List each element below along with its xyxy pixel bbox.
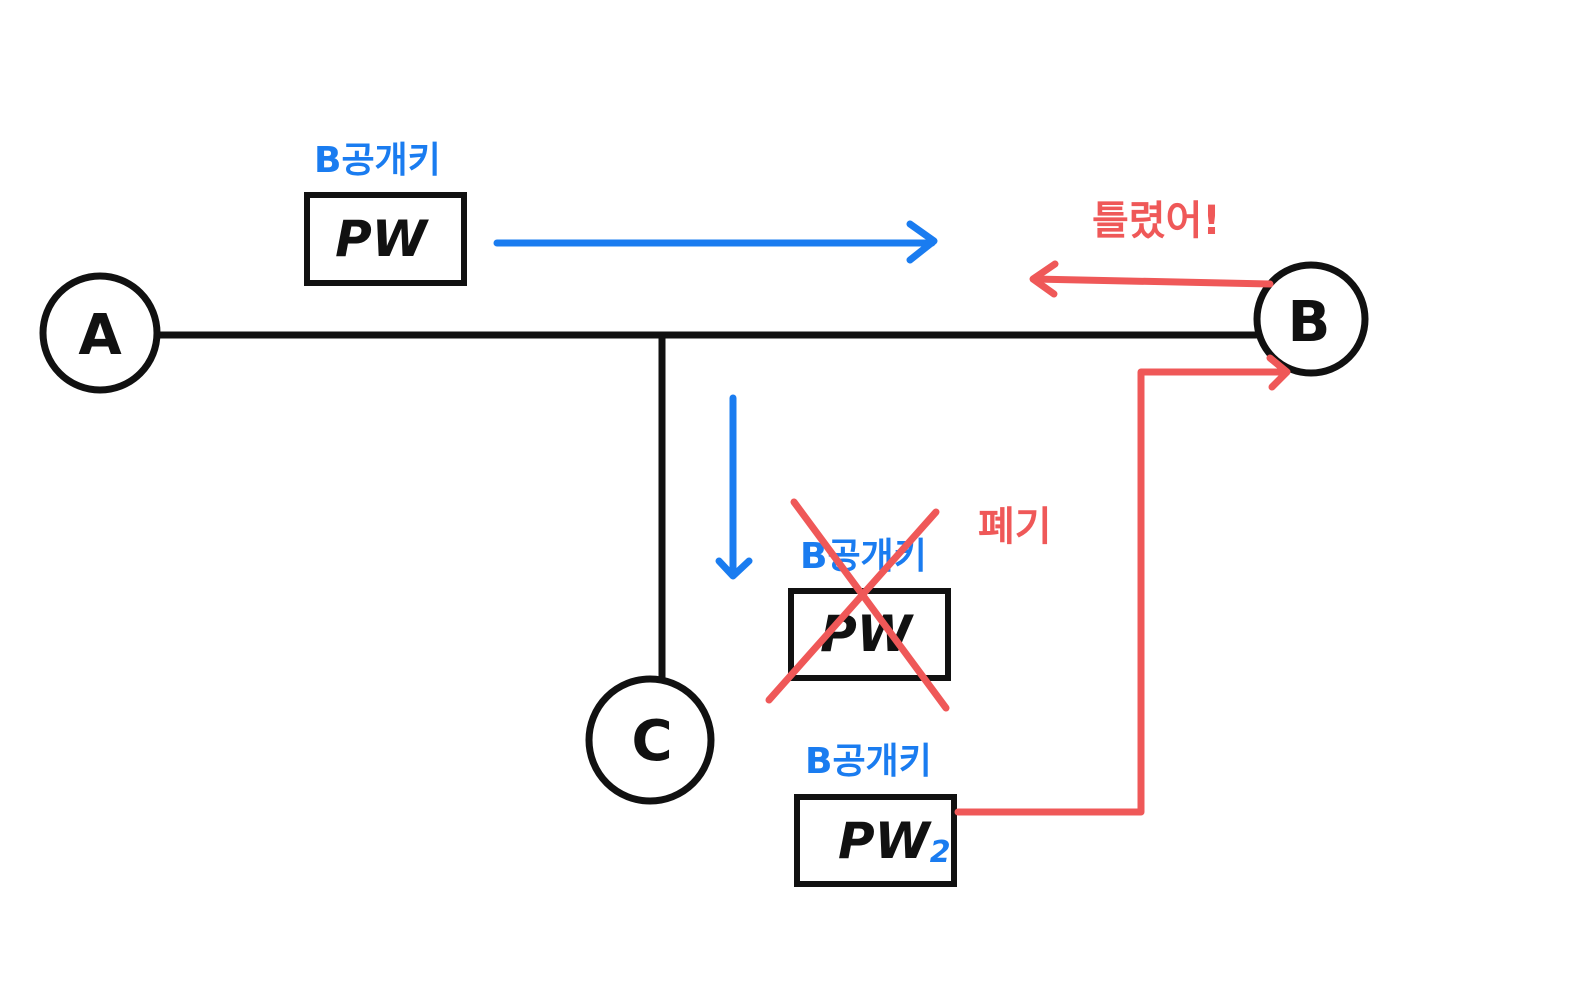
node-a-label: A [78,303,122,368]
discard-cross [765,498,950,712]
forged-packet-content: PW2 [838,812,951,870]
node-c-label: C [631,709,672,774]
node-b-label: B [1288,290,1331,355]
forged-send-arrow [954,354,1291,816]
send-arrow [493,220,938,264]
intercepted-packet-content: PW [820,605,915,663]
original-packet-box: PW [304,192,467,286]
forged-key-label: B공개키 [805,741,932,782]
original-packet-content: PW [335,210,430,268]
discard-note: 폐기 [978,504,1052,550]
node-b: B [1253,261,1369,377]
intercept-arrow [715,394,753,580]
original-key-label: B공개키 [314,140,441,181]
reply-arrow [1029,260,1274,298]
forged-packet-main: PW [838,812,933,870]
node-a: A [39,272,161,394]
forged-packet-subscript: 2 [930,835,951,870]
node-c: C [585,675,715,805]
reply-text: 틀렸어! [1092,198,1221,244]
forged-packet-box: PW2 [794,794,957,887]
